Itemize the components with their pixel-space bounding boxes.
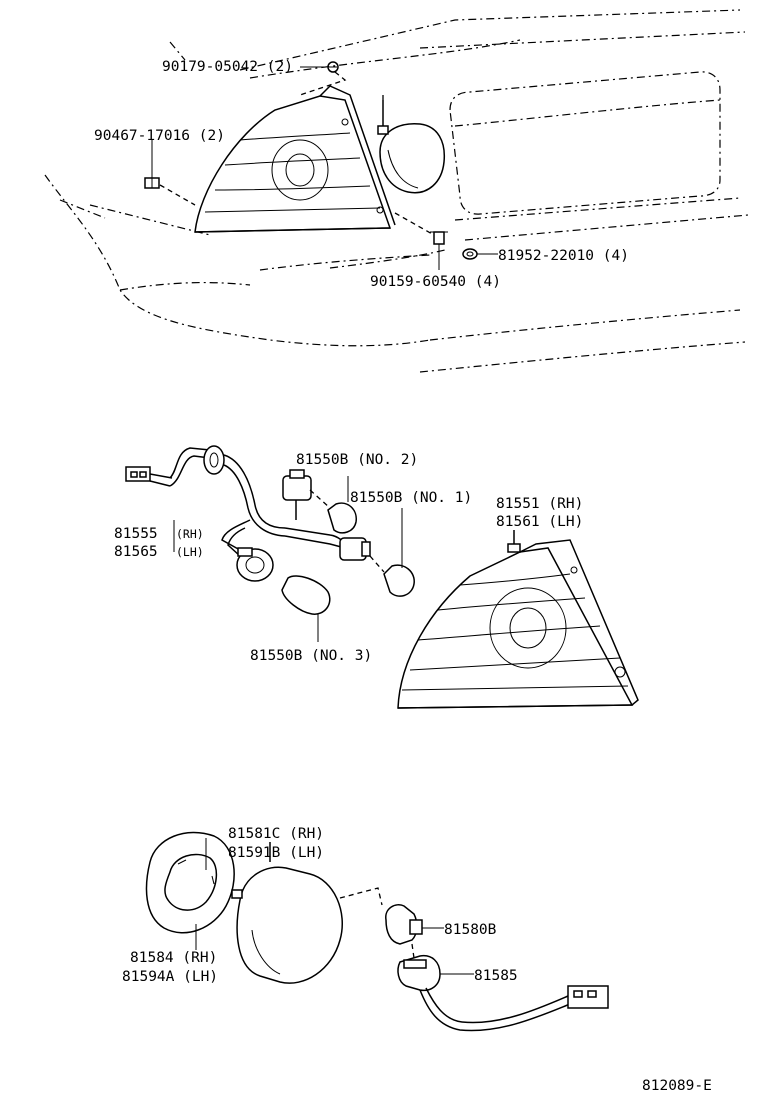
label-81585: 81585 [474, 968, 518, 984]
socket-no1-icon [339, 537, 371, 561]
bulb-no2-icon [327, 502, 357, 534]
socket-no3-icon [236, 547, 274, 582]
label-81565: 81565 [114, 544, 158, 560]
label-90179: 90179-05042 (2) [162, 59, 293, 75]
clip-81952-icon [462, 248, 478, 260]
socket-wire-assembly [125, 445, 371, 582]
nut-90179-icon [327, 61, 339, 73]
label-81550b-no1: 81550B (NO. 1) [350, 490, 472, 506]
side-marker-assembly [145, 831, 609, 1032]
nut-90467-icon [144, 177, 160, 189]
socket-no2-icon [282, 469, 312, 501]
label-81591b: 81591B (LH) [228, 845, 324, 861]
label-81581c: 81581C (RH) [228, 826, 324, 842]
bulb-no1-icon [383, 564, 415, 597]
diagram-id: 812089-E [642, 1078, 712, 1094]
label-81555-side: (RH) [176, 527, 204, 541]
label-81551: 81551 (RH) [496, 496, 583, 512]
side-marker-lamp-icon [231, 842, 344, 984]
label-81565-side: (LH) [176, 545, 204, 559]
label-81584: 81584 (RH) [130, 950, 217, 966]
label-90467: 90467-17016 (2) [94, 128, 225, 144]
socket-81585-icon [397, 954, 441, 992]
bolt-90159-icon [430, 231, 448, 245]
label-81594a: 81594A (LH) [122, 969, 218, 985]
tail-lamp-assembly [397, 530, 639, 709]
bulb-no3-icon [281, 575, 331, 615]
label-90159: 90159-60540 (4) [370, 274, 501, 290]
bulb-81580b-icon [385, 904, 423, 945]
label-81550b-no2: 81550B (NO. 2) [296, 452, 418, 468]
connector-81585-icon [567, 985, 609, 1009]
label-81561: 81561 (LH) [496, 514, 583, 530]
label-81555: 81555 [114, 526, 158, 542]
label-81952: 81952-22010 (4) [498, 248, 629, 264]
label-81550b-no3: 81550B (NO. 3) [250, 648, 372, 664]
label-81580b: 81580B [444, 922, 497, 938]
vehicle-rear-assembly [44, 9, 749, 373]
gasket-81584-icon [145, 831, 235, 934]
